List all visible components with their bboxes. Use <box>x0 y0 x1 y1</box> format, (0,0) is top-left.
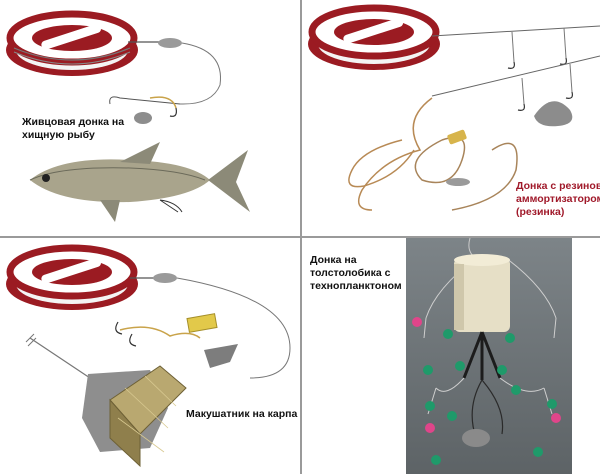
sinker-icon <box>134 112 152 124</box>
hook-icon <box>517 103 525 111</box>
fishing-reel-icon <box>308 4 440 70</box>
hook-icon <box>129 333 137 347</box>
fishing-reel-icon <box>6 10 138 76</box>
sinker-icon <box>462 429 490 447</box>
panel-shock-absorber-rig: Донка с резинов аммортизатором (резинка) <box>302 0 600 236</box>
caption-line: (резинка) <box>516 206 565 218</box>
fish-icon <box>29 142 250 222</box>
feeder-icon <box>454 254 510 332</box>
hook-icon <box>565 91 573 99</box>
hook-icon <box>507 61 515 69</box>
caption-shock-absorber-rig: Донка с резинов аммортизатором (резинка) <box>516 180 600 219</box>
caption-line: технопланктоном <box>310 280 402 292</box>
fishing-reel-icon <box>6 244 138 310</box>
live-bait-rig-illustration <box>6 10 250 222</box>
silver-carp-rig-photo <box>406 238 572 474</box>
panel-carp-makushatnik: Макушатник на карпа <box>0 238 300 474</box>
caption-line: Донка с резинов <box>516 180 600 192</box>
sinker-icon <box>158 38 182 48</box>
feeder-icon <box>109 365 187 468</box>
caption-line: толстолобика с <box>310 267 391 279</box>
shock-absorber-rig-illustration <box>308 4 600 211</box>
sinker-icon <box>153 273 177 283</box>
caption-live-bait-rig: Живцовая донка на хищную рыбу <box>22 116 124 142</box>
caption-line: хищную рыбу <box>22 129 95 141</box>
caption-silver-carp-rig: Донка на толстолобика с технопланктоном <box>310 254 402 293</box>
panel-live-bait-rig: Живцовая донка на хищную рыбу <box>0 0 300 236</box>
caption-carp-makushatnik: Макушатник на карпа <box>186 408 297 421</box>
caption-line: Живцовая донка на <box>22 116 125 128</box>
caption-line: аммортизатором <box>516 193 600 205</box>
sinker-icon <box>204 344 238 368</box>
hook-icon <box>115 321 123 335</box>
hook-icon <box>559 57 567 65</box>
carp-makushatnik-illustration <box>6 244 291 468</box>
panel-divider-horizontal <box>0 236 600 238</box>
hook-icon <box>169 107 177 117</box>
caption-line: Макушатник на карпа <box>186 408 298 420</box>
sinker-icon <box>534 101 573 127</box>
caption-line: Донка на <box>310 254 357 266</box>
